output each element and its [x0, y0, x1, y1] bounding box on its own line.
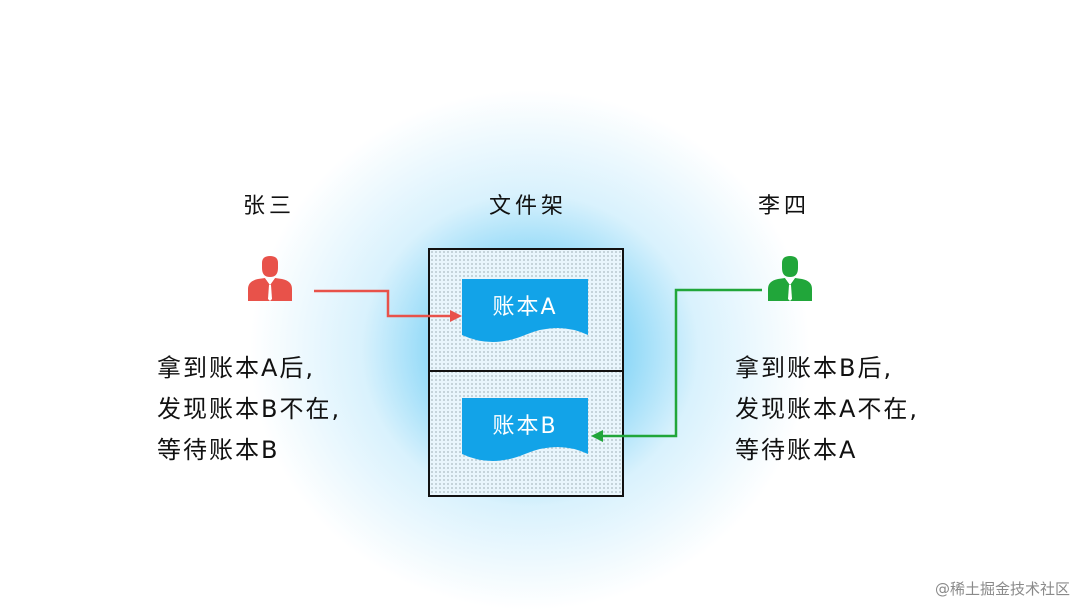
person-name-zhangsan: 张三 [243, 194, 296, 219]
ledger-b: 账本B [462, 398, 588, 464]
ledger-a-label: 账本A [492, 295, 558, 320]
person-icon [248, 256, 292, 301]
person-name-lisi: 李四 [758, 194, 811, 219]
desc-line: 拿到账本B后, [735, 354, 894, 382]
desc-line: 等待账本A [735, 436, 858, 464]
shelf-title: 文件架 [489, 194, 568, 219]
watermark: @稀土掘金技术社区 [934, 580, 1070, 598]
lisi-description: 拿到账本B后, 发现账本A不在, 等待账本A [735, 348, 919, 471]
zhangsan-description: 拿到账本A后, 发现账本B不在, 等待账本B [157, 348, 341, 471]
desc-line: 发现账本A不在, [735, 395, 920, 423]
ledger-a: 账本A [462, 279, 588, 345]
desc-line: 发现账本B不在, [157, 395, 342, 423]
shelf-divider [428, 370, 624, 372]
desc-line: 等待账本B [157, 436, 280, 464]
desc-line: 拿到账本A后, [157, 354, 316, 382]
ledger-a-shape [462, 279, 588, 342]
person-icon [768, 256, 812, 301]
ledger-b-label: 账本B [492, 414, 558, 439]
ledger-b-shape [462, 398, 588, 461]
